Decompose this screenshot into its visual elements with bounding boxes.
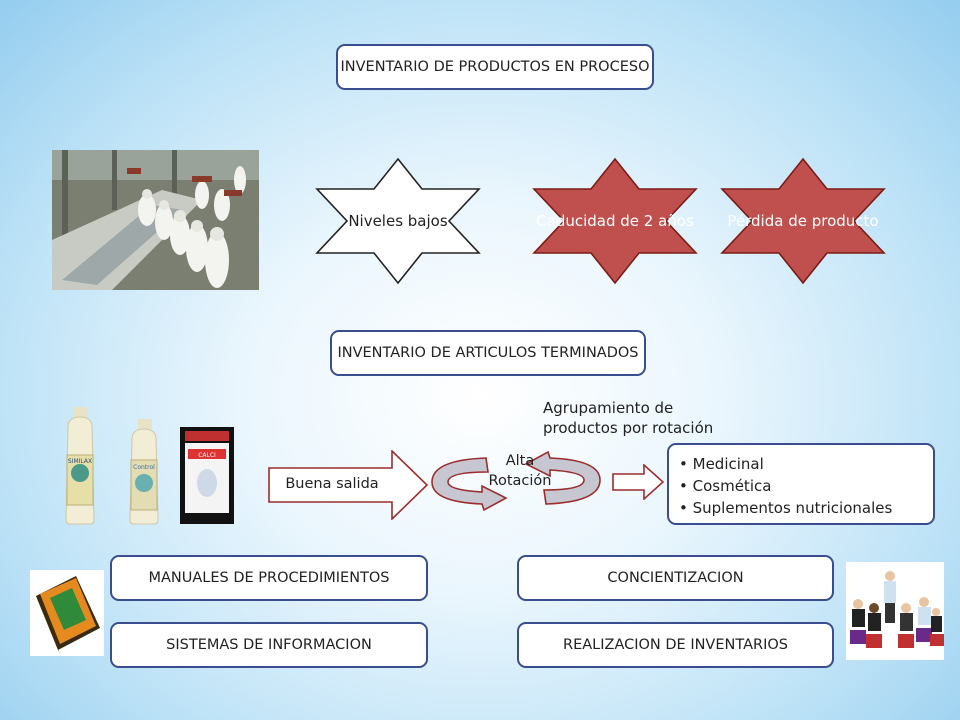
bottle-label-calci: CALCI [198, 452, 216, 459]
realizacion-inventarios-box: REALIZACION DE INVENTARIOS [517, 622, 834, 668]
concientizacion-text: CONCIENTIZACION [607, 569, 744, 586]
category-item: Medicinal [679, 453, 923, 475]
cycle-arrows-icon [431, 450, 601, 512]
sistemas-informacion-box: SISTEMAS DE INFORMACION [110, 622, 428, 668]
category-item: Cosmética [679, 475, 923, 497]
star-label-caducidad: Caducidad de 2 años [536, 212, 694, 230]
right-arrow-icon [268, 449, 429, 521]
bottles-graphic: SIMILAX Control CALCI [65, 407, 234, 525]
star-label-niveles-bajos: Niveles bajos [348, 212, 448, 230]
product-bottles-photo: SIMILAX Control CALCI [58, 405, 236, 525]
manual-book-icon [30, 570, 104, 656]
title-productos-en-proceso-text: INVENTARIO DE PRODUCTOS EN PROCESO [340, 58, 650, 75]
factory-workers-photo [52, 150, 259, 290]
star-caducidad: Caducidad de 2 años [532, 157, 698, 285]
rotation-cycle [426, 446, 606, 516]
title-productos-en-proceso: INVENTARIO DE PRODUCTOS EN PROCESO [336, 44, 654, 90]
buena-salida-label: Buena salida [285, 476, 379, 492]
agrupamiento-label: Agrupamiento de productos por rotación [543, 399, 714, 437]
title-articulos-terminados-text: INVENTARIO DE ARTICULOS TERMINADOS [337, 344, 639, 361]
sistemas-informacion-text: SISTEMAS DE INFORMACION [166, 636, 372, 653]
star-shape-caducidad [532, 157, 698, 285]
realizacion-inventarios-text: REALIZACION DE INVENTARIOS [563, 636, 788, 653]
title-articulos-terminados: INVENTARIO DE ARTICULOS TERMINADOS [330, 330, 646, 376]
concientizacion-box: CONCIENTIZACION [517, 555, 834, 601]
star-shape-perdida [720, 157, 886, 285]
star-label-perdida: Pérdida de producto [727, 212, 879, 230]
manuales-procedimientos-box: MANUALES DE PROCEDIMIENTOS [110, 555, 428, 601]
buena-salida-arrow: Buena salida [268, 449, 429, 521]
star-niveles-bajos: Niveles bajos [315, 157, 481, 285]
team-meeting-photo [846, 562, 944, 660]
star-perdida-producto: Pérdida de producto [720, 157, 886, 285]
bottle-label-control: Control [133, 464, 155, 471]
meeting-graphic [846, 562, 944, 660]
categories-box: Medicinal Cosmética Suplementos nutricio… [667, 443, 935, 525]
small-arrow-icon [612, 463, 665, 501]
small-right-arrow [612, 463, 665, 501]
star-shape-niveles-bajos [315, 157, 481, 285]
book-graphic [30, 570, 104, 656]
alta-rotacion-label: Alta Rotación [488, 453, 552, 489]
bottle-label-similax: SIMILAX [68, 458, 92, 465]
manuales-procedimientos-text: MANUALES DE PROCEDIMIENTOS [148, 569, 390, 586]
factory-photo-graphic [52, 150, 259, 290]
category-item: Suplementos nutricionales [679, 497, 923, 519]
